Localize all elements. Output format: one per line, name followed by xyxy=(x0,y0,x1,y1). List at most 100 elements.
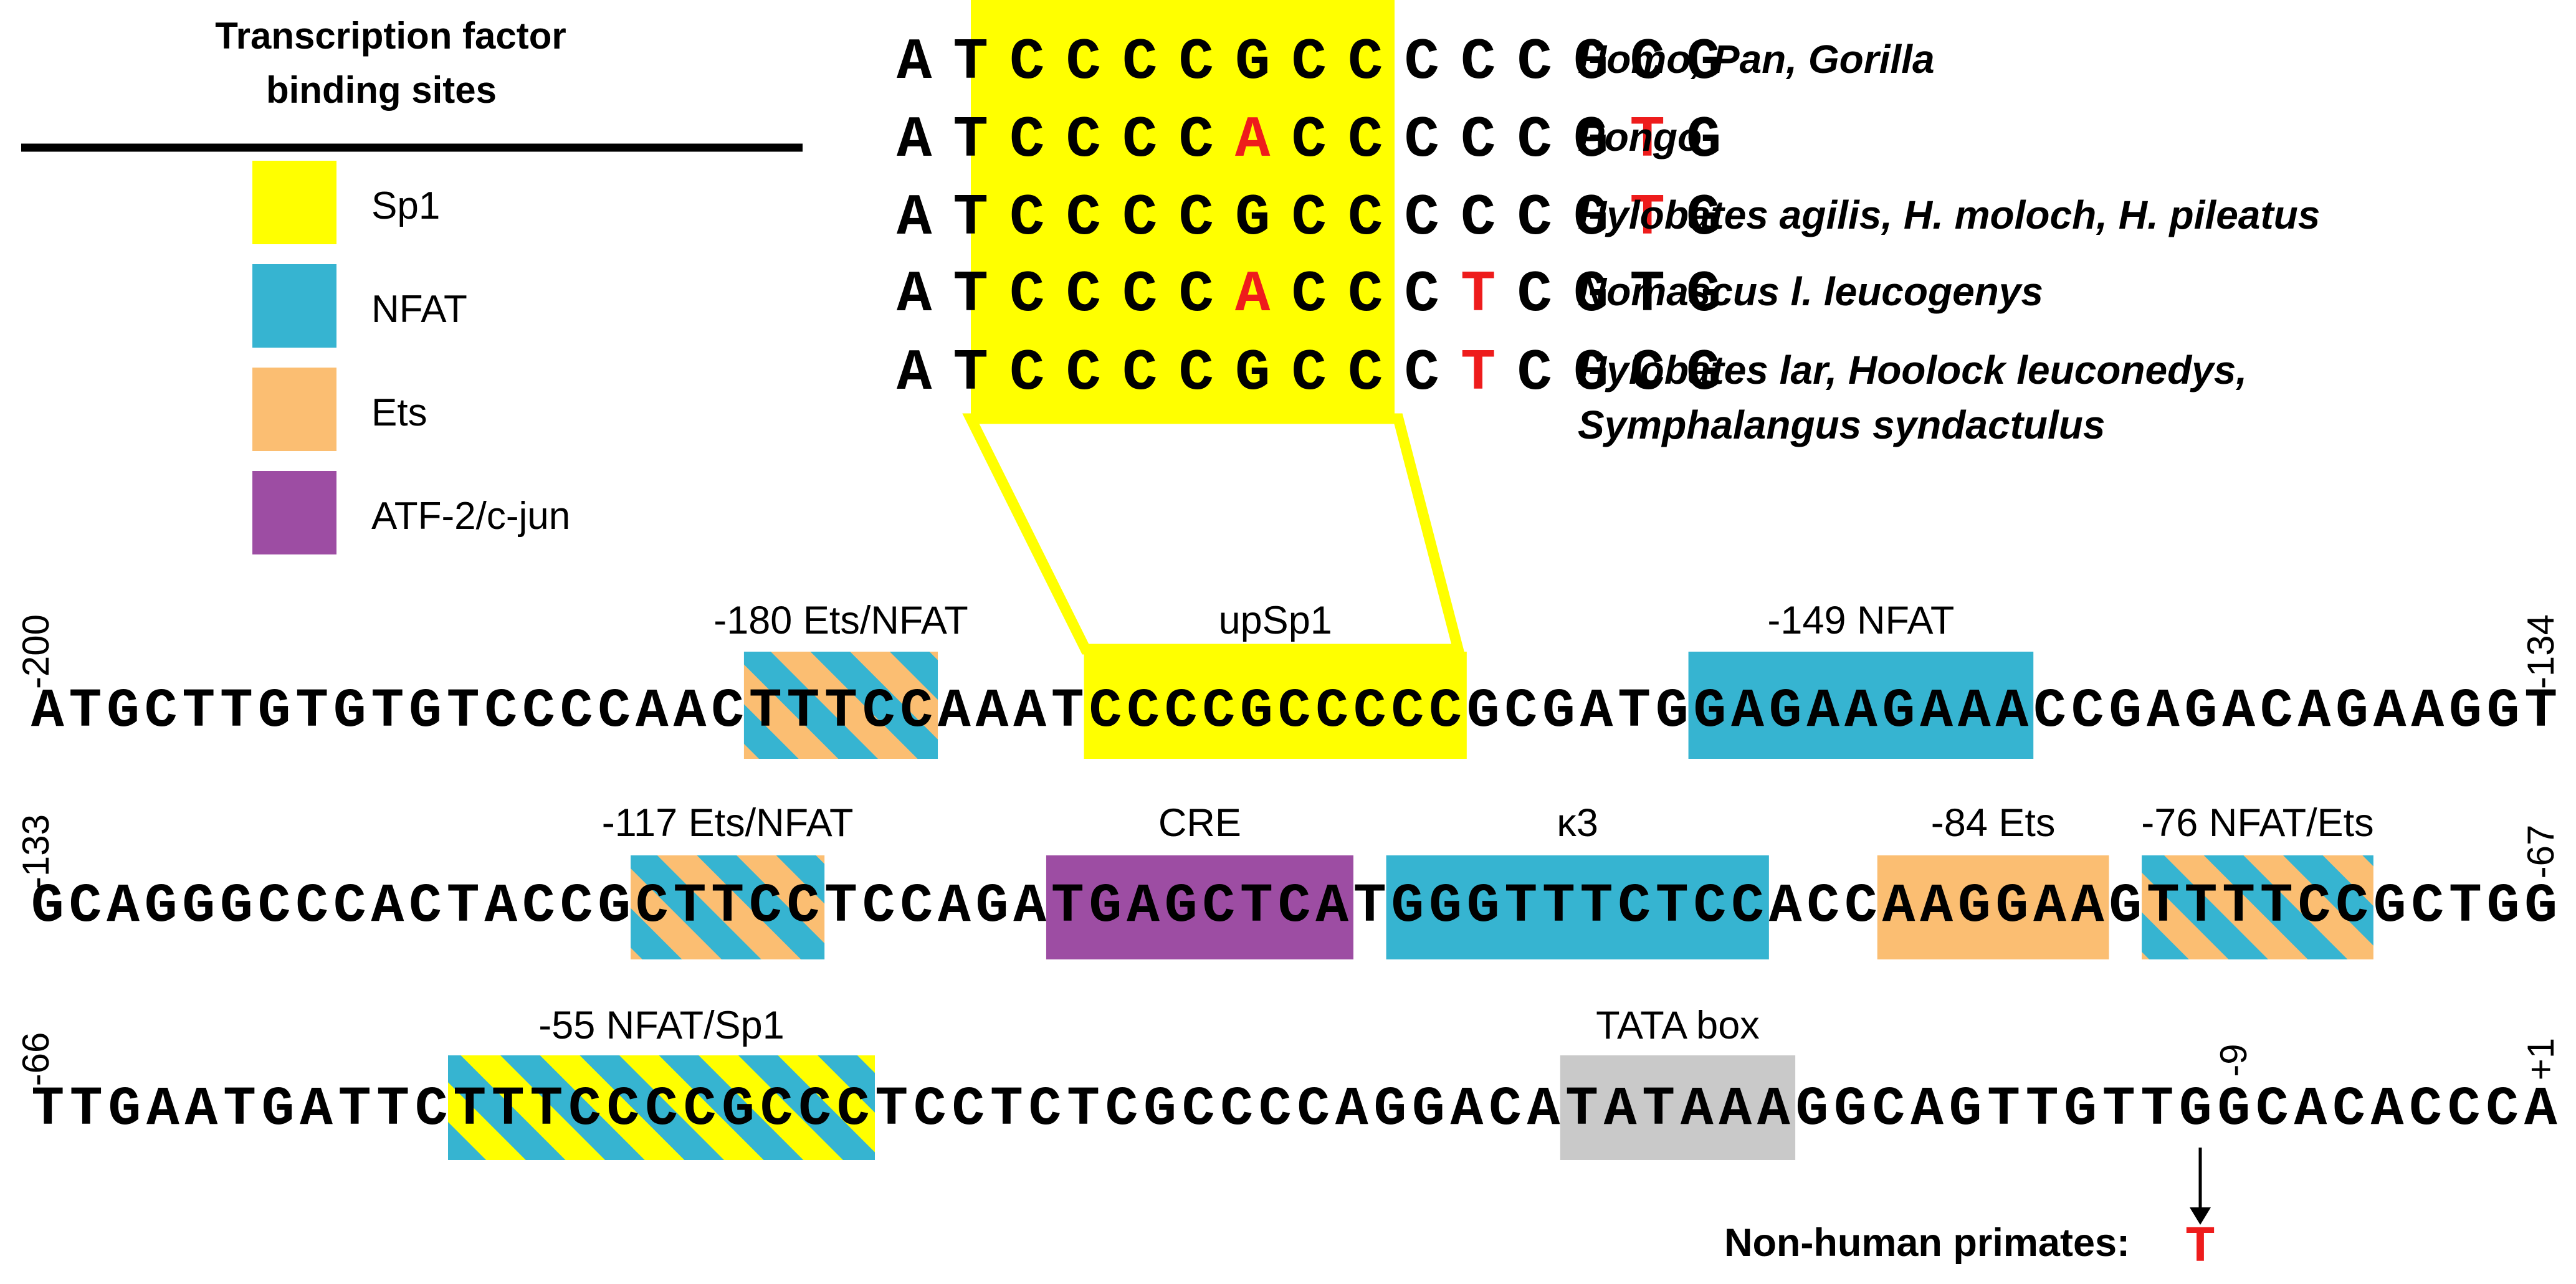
nucleotide: C xyxy=(409,876,442,938)
alignment-base: G xyxy=(1235,186,1270,252)
legend: Transcription factor binding sites Sp1NF… xyxy=(21,15,803,554)
alignment-base: T xyxy=(953,30,988,96)
nucleotide: T xyxy=(182,681,215,743)
alignment-base: C xyxy=(1009,262,1044,328)
alignment-base: C xyxy=(1066,341,1101,407)
legend-swatch xyxy=(252,368,336,451)
nucleotide: C xyxy=(598,681,631,743)
nucleotide: T xyxy=(2449,876,2482,938)
binding-site-box xyxy=(1046,855,1353,959)
nucleotide: T xyxy=(990,1079,1023,1141)
nucleotide: C xyxy=(1353,681,1386,743)
binding-site-box xyxy=(1688,652,2034,759)
alignment-base: A xyxy=(897,30,932,96)
nucleotide: T xyxy=(1504,876,1537,938)
nucleotide: A xyxy=(674,681,707,743)
nucleotide: A xyxy=(146,1079,179,1141)
binding-site-box xyxy=(1877,855,2109,959)
nucleotide: G xyxy=(2487,681,2520,743)
nucleotide: C xyxy=(1182,1079,1215,1141)
alignment-base: C xyxy=(1461,30,1496,96)
nucleotide: C xyxy=(914,1079,947,1141)
nucleotide: G xyxy=(2179,1079,2212,1141)
alignment-base: C xyxy=(1461,186,1496,252)
nucleotide: T xyxy=(371,681,404,743)
nucleotide: A xyxy=(2147,681,2180,743)
nucleotide: G xyxy=(1089,876,1122,938)
nucleotide: G xyxy=(1834,1079,1867,1141)
alignment-base: C xyxy=(1179,186,1214,252)
nucleotide: A xyxy=(938,876,971,938)
legend-item-label: Ets xyxy=(371,391,427,434)
nucleotide: T xyxy=(786,681,819,743)
alignment-base: C xyxy=(1179,341,1214,407)
nucleotide: A xyxy=(1731,681,1764,743)
row-end-position: -67 xyxy=(2520,825,2562,879)
nucleotide: C xyxy=(1315,681,1348,743)
nucleotide: A xyxy=(1527,1079,1560,1141)
nucleotide: T xyxy=(31,1079,64,1141)
mutation-note-label: Non-human primates: xyxy=(1724,1221,2130,1265)
nucleotide: C xyxy=(2071,681,2104,743)
nucleotide: A xyxy=(107,876,140,938)
nucleotide: A xyxy=(938,681,971,743)
nucleotide: C xyxy=(560,876,593,938)
nucleotide: C xyxy=(1089,681,1122,743)
alignment-base: G xyxy=(1686,341,1721,407)
alignment-base: G xyxy=(1573,186,1608,252)
nucleotide: C xyxy=(568,1079,601,1141)
nucleotide: T xyxy=(824,681,857,743)
nucleotide: C xyxy=(862,876,895,938)
nucleotide: A xyxy=(1911,1079,1944,1141)
alignment-mutation-base: A xyxy=(1235,262,1271,328)
nucleotide: C xyxy=(295,876,328,938)
species-label: Hylobates lar, Hoolock leuconedys, xyxy=(1578,348,2247,392)
mutation-position-label: -9 xyxy=(2213,1044,2254,1077)
zoom-connector xyxy=(962,413,1465,655)
mutation-arrowhead xyxy=(2190,1207,2211,1225)
alignment-base: C xyxy=(1348,341,1383,407)
nucleotide: C xyxy=(258,876,291,938)
nucleotide: C xyxy=(952,1079,985,1141)
alignment-mutation-base: A xyxy=(1235,108,1271,174)
alignment-base: G xyxy=(1235,341,1270,407)
binding-site-box xyxy=(631,855,825,959)
nucleotide: G xyxy=(1693,681,1726,743)
nucleotide: T xyxy=(1353,876,1386,938)
nucleotide: C xyxy=(900,681,933,743)
nucleotide: G xyxy=(258,681,291,743)
nucleotide: A xyxy=(31,681,64,743)
nucleotide: T xyxy=(530,1079,563,1141)
alignment-base: G xyxy=(1686,262,1721,328)
nucleotide: T xyxy=(674,876,707,938)
mutation-note: Non-human primates: T xyxy=(1724,1148,2216,1277)
nucleotide: G xyxy=(409,681,442,743)
nucleotide: A xyxy=(1013,876,1046,938)
alignment-mutation-base: T xyxy=(1630,186,1665,252)
nucleotide: C xyxy=(1278,681,1311,743)
nucleotide: T xyxy=(2147,876,2180,938)
species-label: Homo, Pan, Gorilla xyxy=(1578,37,1935,82)
nucleotide: C xyxy=(1278,876,1311,938)
nucleotide: C xyxy=(1165,681,1198,743)
nucleotide: G xyxy=(1656,681,1689,743)
nucleotide: A xyxy=(2411,681,2444,743)
nucleotide: T xyxy=(2102,1079,2135,1141)
nucleotide: C xyxy=(1259,1079,1292,1141)
nucleotide: G xyxy=(722,1079,755,1141)
alignment-base: C xyxy=(1009,186,1044,252)
nucleotide: A xyxy=(636,681,669,743)
nucleotide: C xyxy=(1489,1079,1522,1141)
nucleotide: A xyxy=(300,1079,333,1141)
binding-site-label: -149 NFAT xyxy=(1767,599,1954,642)
nucleotide: T xyxy=(223,1079,256,1141)
alignment-base: C xyxy=(1066,30,1101,96)
legend-item-label: NFAT xyxy=(371,288,467,331)
nucleotide: T xyxy=(447,876,480,938)
alignment-base: A xyxy=(897,186,932,252)
nucleotide: T xyxy=(749,681,782,743)
nucleotide: G xyxy=(1769,681,1802,743)
alignment-base: G xyxy=(1686,108,1721,174)
nucleotide: G xyxy=(1240,681,1273,743)
